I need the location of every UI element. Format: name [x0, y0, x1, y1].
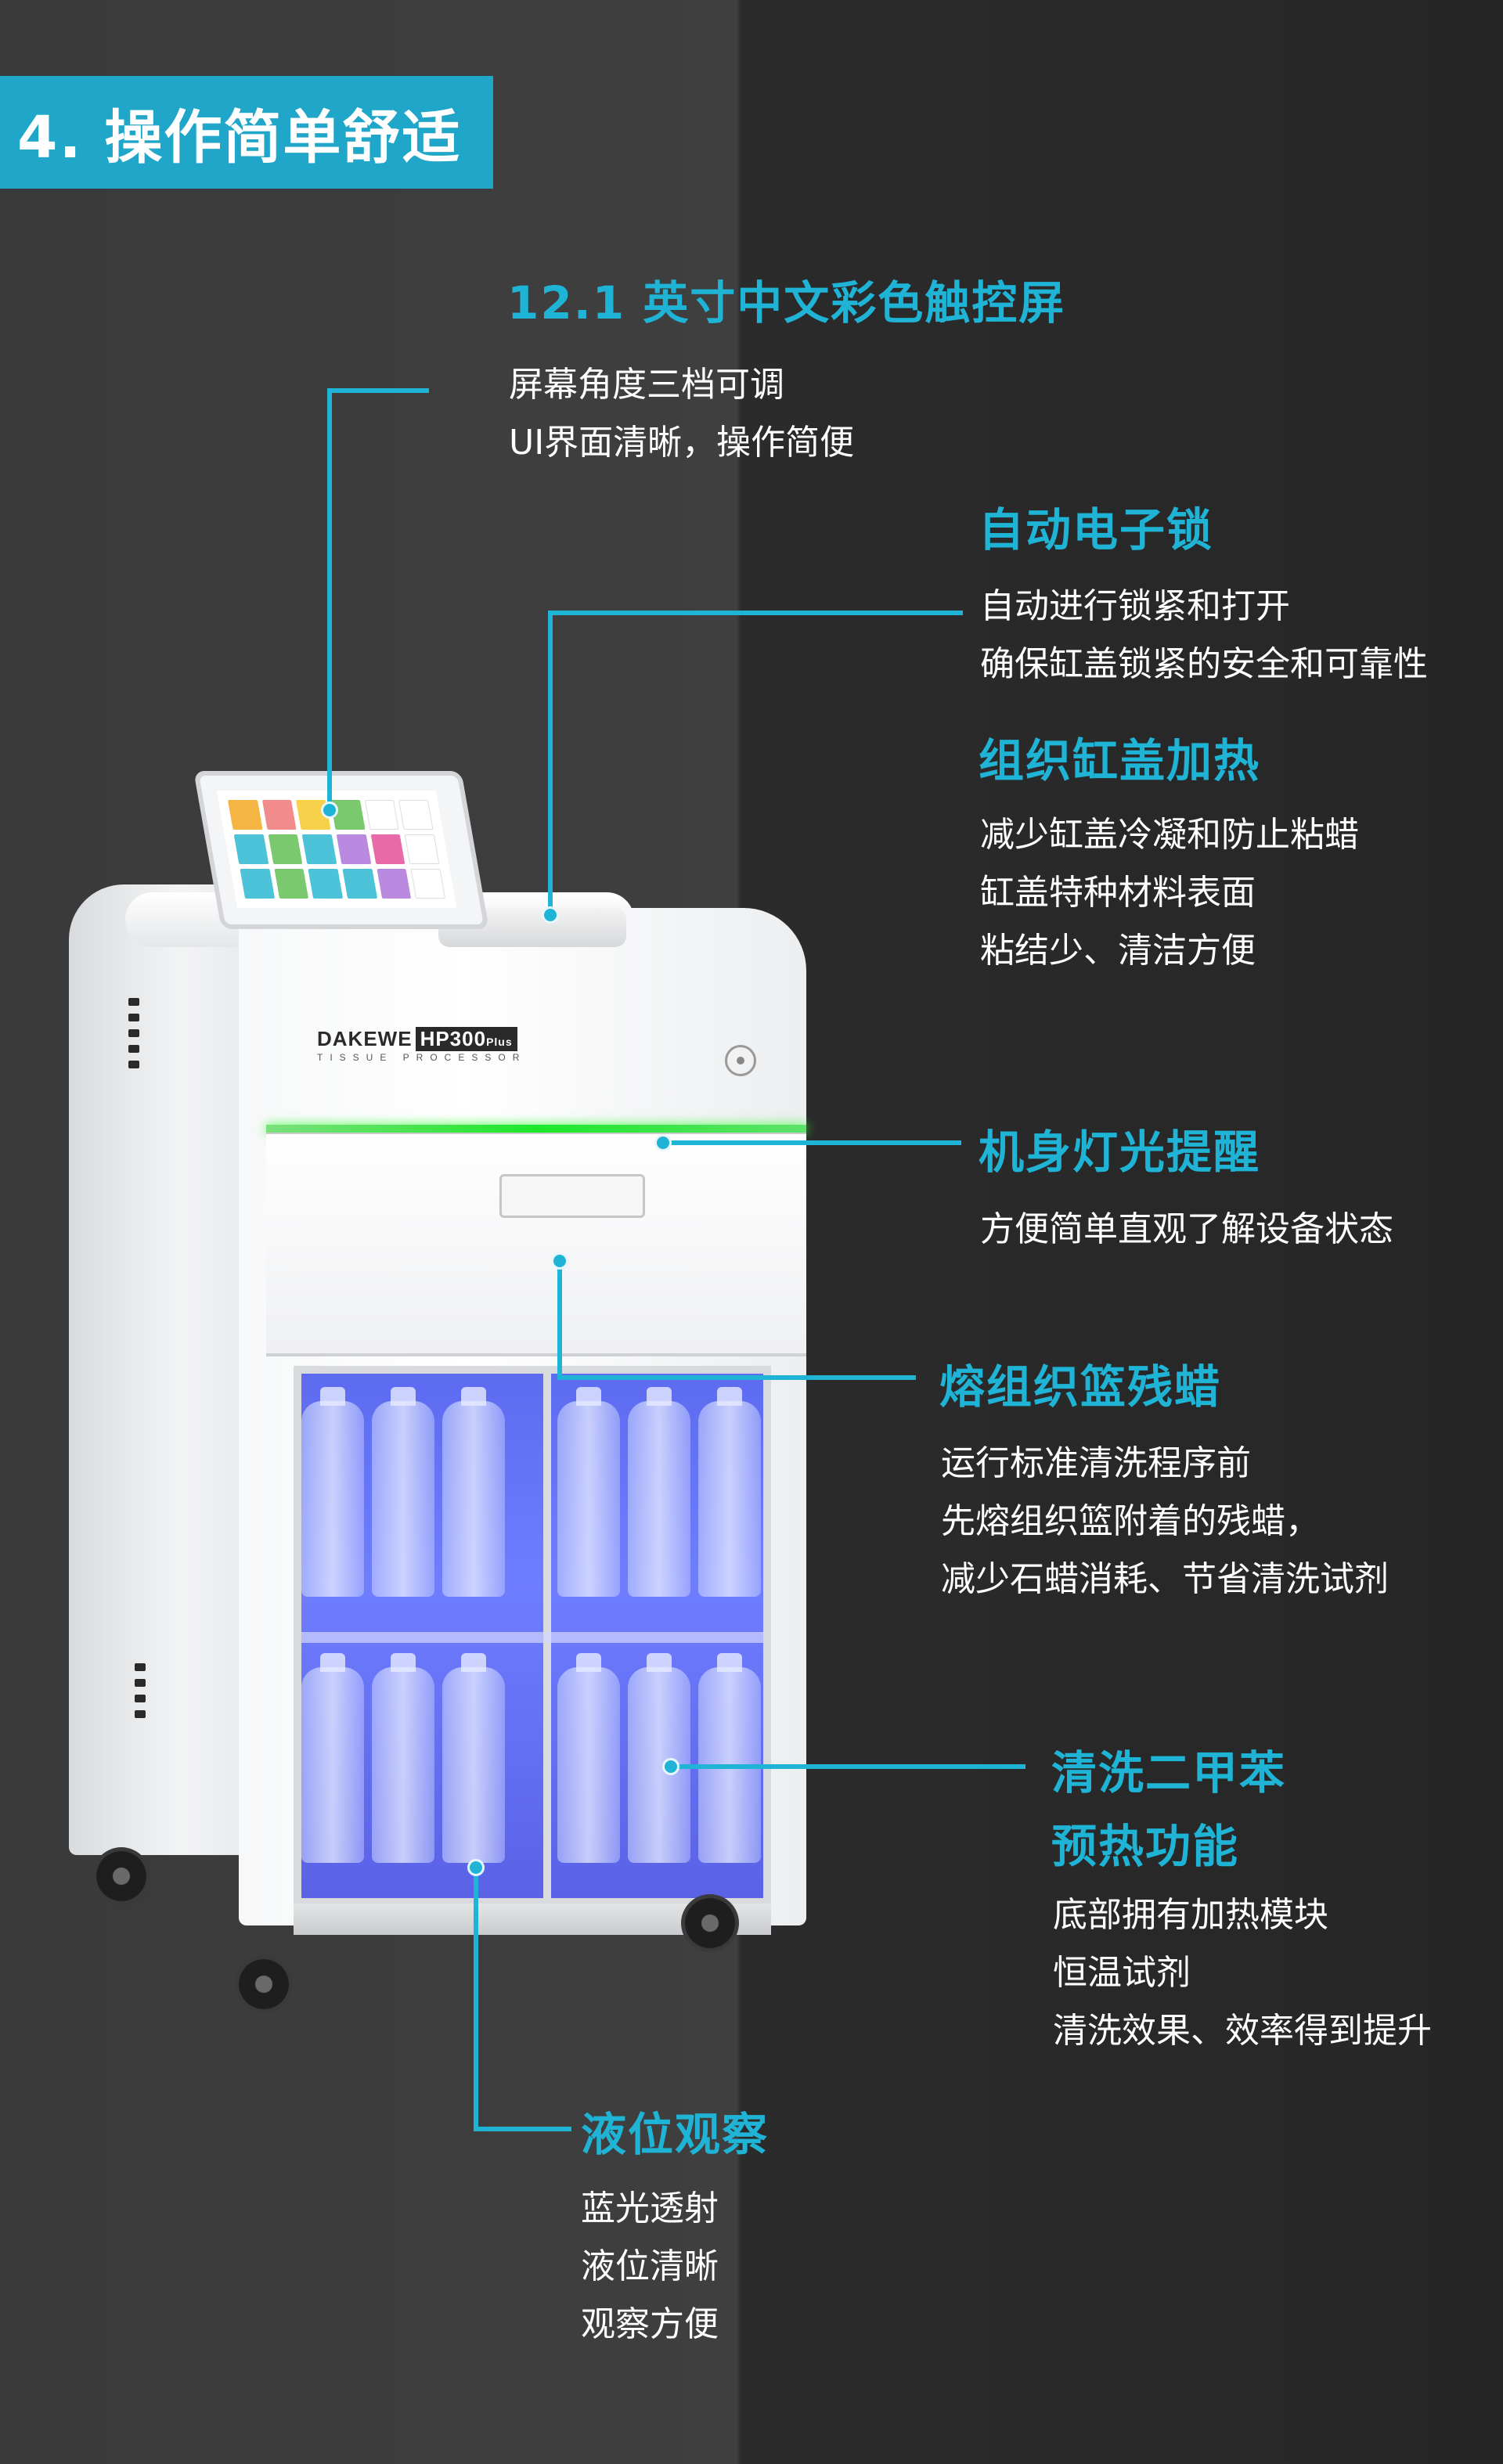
- callout-line: [557, 1375, 916, 1380]
- reagent-bottle: [301, 1653, 364, 1863]
- feature-desc-line: 运行标准清洗程序前: [941, 1443, 1251, 1483]
- cabinet-door-divider: [543, 1366, 551, 1906]
- caster-wheel: [92, 1847, 150, 1905]
- callout-line: [327, 388, 332, 811]
- callout-line: [548, 611, 963, 615]
- reagent-bottle: [557, 1653, 620, 1863]
- reagent-bottle: [372, 1653, 434, 1863]
- vent: [128, 998, 139, 1006]
- vent: [135, 1679, 146, 1687]
- feature-title-touchscreen: 12.1 英寸中文彩色触控屏: [507, 276, 1066, 330]
- feature-desc-line: 减少石蜡消耗、节省清洗试剂: [941, 1559, 1389, 1599]
- vent: [128, 1045, 139, 1053]
- feature-desc-line: 恒温试剂: [1053, 1953, 1191, 1993]
- section-banner: 4. 操作简单舒适: [0, 76, 493, 189]
- feature-desc-basket-wax: 运行标准清洗程序前 先熔组织篮附着的残蜡， 减少石蜡消耗、节省清洗试剂: [941, 1435, 1389, 1608]
- machine-side-panel: [69, 884, 257, 1855]
- callout-line: [664, 1140, 961, 1145]
- feature-desc-line: 底部拥有加热模块: [1053, 1895, 1328, 1935]
- feature-title-lid-heating: 组织缸盖加热: [979, 734, 1261, 787]
- machine-top: [125, 892, 634, 947]
- feature-desc-touchscreen: 屏幕角度三档可调 UI界面清晰，操作简便: [509, 356, 854, 472]
- feature-desc-line: 方便简单直观了解设备状态: [980, 1209, 1393, 1249]
- reagent-bottle: [442, 1653, 505, 1863]
- reagent-bottle: [698, 1387, 761, 1597]
- callout-dot: [321, 802, 338, 819]
- touch-screen-frame: [193, 771, 489, 929]
- status-light-bar: [266, 1125, 806, 1133]
- reagent-cabinet-window: [294, 1366, 771, 1906]
- model-badge: HP300Plus: [415, 1027, 517, 1051]
- machine-front: [239, 908, 806, 1925]
- feature-desc-line: 粘结少、清洁方便: [980, 931, 1256, 971]
- feature-desc-line: 确保缸盖锁紧的安全和可靠性: [980, 644, 1428, 684]
- rfid-icon: [725, 1045, 756, 1076]
- feature-desc-line: 自动进行锁紧和打开: [980, 586, 1290, 626]
- feature-title-xylene-preheat: 清洗二甲苯: [1051, 1746, 1287, 1799]
- feature-desc-line: UI界面清晰，操作简便: [509, 423, 855, 463]
- feature-title-e-lock: 自动电子锁: [979, 503, 1214, 557]
- machine-base: [294, 1904, 771, 1935]
- vent: [128, 1014, 139, 1021]
- callout-line: [669, 1764, 1025, 1769]
- callout-dot: [467, 1859, 485, 1876]
- feature-title-basket-wax: 熔组织篮残蜡: [939, 1360, 1222, 1414]
- feature-title-level-view: 液位观察: [581, 2108, 770, 2161]
- feature-desc-level-view: 蓝光透射 液位清晰 观察方便: [581, 2180, 719, 2354]
- callout-dot: [551, 1252, 568, 1270]
- feature-desc-line: 液位清晰: [581, 2246, 719, 2286]
- callout-dot: [542, 906, 559, 924]
- vent: [135, 1695, 146, 1702]
- feature-desc-line: 清洗效果、效率得到提升: [1053, 2011, 1432, 2051]
- model-suffix: Plus: [486, 1036, 513, 1048]
- feature-desc-e-lock: 自动进行锁紧和打开 确保缸盖锁紧的安全和可靠性: [980, 578, 1428, 693]
- feature-desc-line: 减少缸盖冷凝和防止粘蜡: [980, 815, 1359, 855]
- feature-desc-line: 蓝光透射: [581, 2188, 719, 2228]
- feature-desc-line: 先熔组织篮附着的残蜡，: [941, 1501, 1320, 1541]
- paraffin-drawer: [266, 1133, 806, 1356]
- callout-line: [474, 2127, 571, 2131]
- reagent-bottle: [628, 1387, 690, 1597]
- drawer-handle: [499, 1174, 645, 1218]
- caster-wheel: [681, 1894, 739, 1952]
- cabinet-shelf: [301, 1632, 763, 1643]
- reagent-bottle: [557, 1387, 620, 1597]
- callout-dot: [654, 1134, 672, 1151]
- caster-wheel: [235, 1955, 293, 2013]
- feature-desc-light-alert: 方便简单直观了解设备状态: [980, 1201, 1393, 1259]
- section-title: 4. 操作简单舒适: [17, 103, 462, 171]
- model-name: HP300: [420, 1027, 487, 1050]
- vent: [135, 1663, 146, 1671]
- reagent-bottle: [442, 1387, 505, 1597]
- brand-subtitle: TISSUE PROCESSOR: [317, 1052, 527, 1063]
- brand-name: DAKEWE: [317, 1027, 413, 1050]
- callout-line: [327, 388, 429, 393]
- callout-line: [474, 1865, 478, 2131]
- feature-desc-lid-heating: 减少缸盖冷凝和防止粘蜡 缸盖特种材料表面 粘结少、清洁方便: [980, 806, 1359, 980]
- feature-desc-line: 观察方便: [581, 2304, 719, 2344]
- feature-desc-line: 屏幕角度三档可调: [509, 365, 784, 405]
- callout-line: [548, 611, 553, 916]
- reagent-bottle: [301, 1387, 364, 1597]
- feature-title-light-alert: 机身灯光提醒: [979, 1126, 1261, 1179]
- callout-line: [557, 1265, 562, 1379]
- feature-desc-line: 缸盖特种材料表面: [980, 873, 1256, 913]
- feature-desc-xylene-preheat: 底部拥有加热模块 恒温试剂 清洗效果、效率得到提升: [1053, 1886, 1432, 2060]
- vent: [128, 1061, 139, 1068]
- tank-lid: [438, 908, 626, 947]
- vent: [135, 1710, 146, 1718]
- vent: [128, 1029, 139, 1037]
- reagent-bottle: [372, 1387, 434, 1597]
- feature-title-xylene-preheat-2: 预热功能: [1051, 1820, 1240, 1873]
- callout-dot: [662, 1758, 679, 1775]
